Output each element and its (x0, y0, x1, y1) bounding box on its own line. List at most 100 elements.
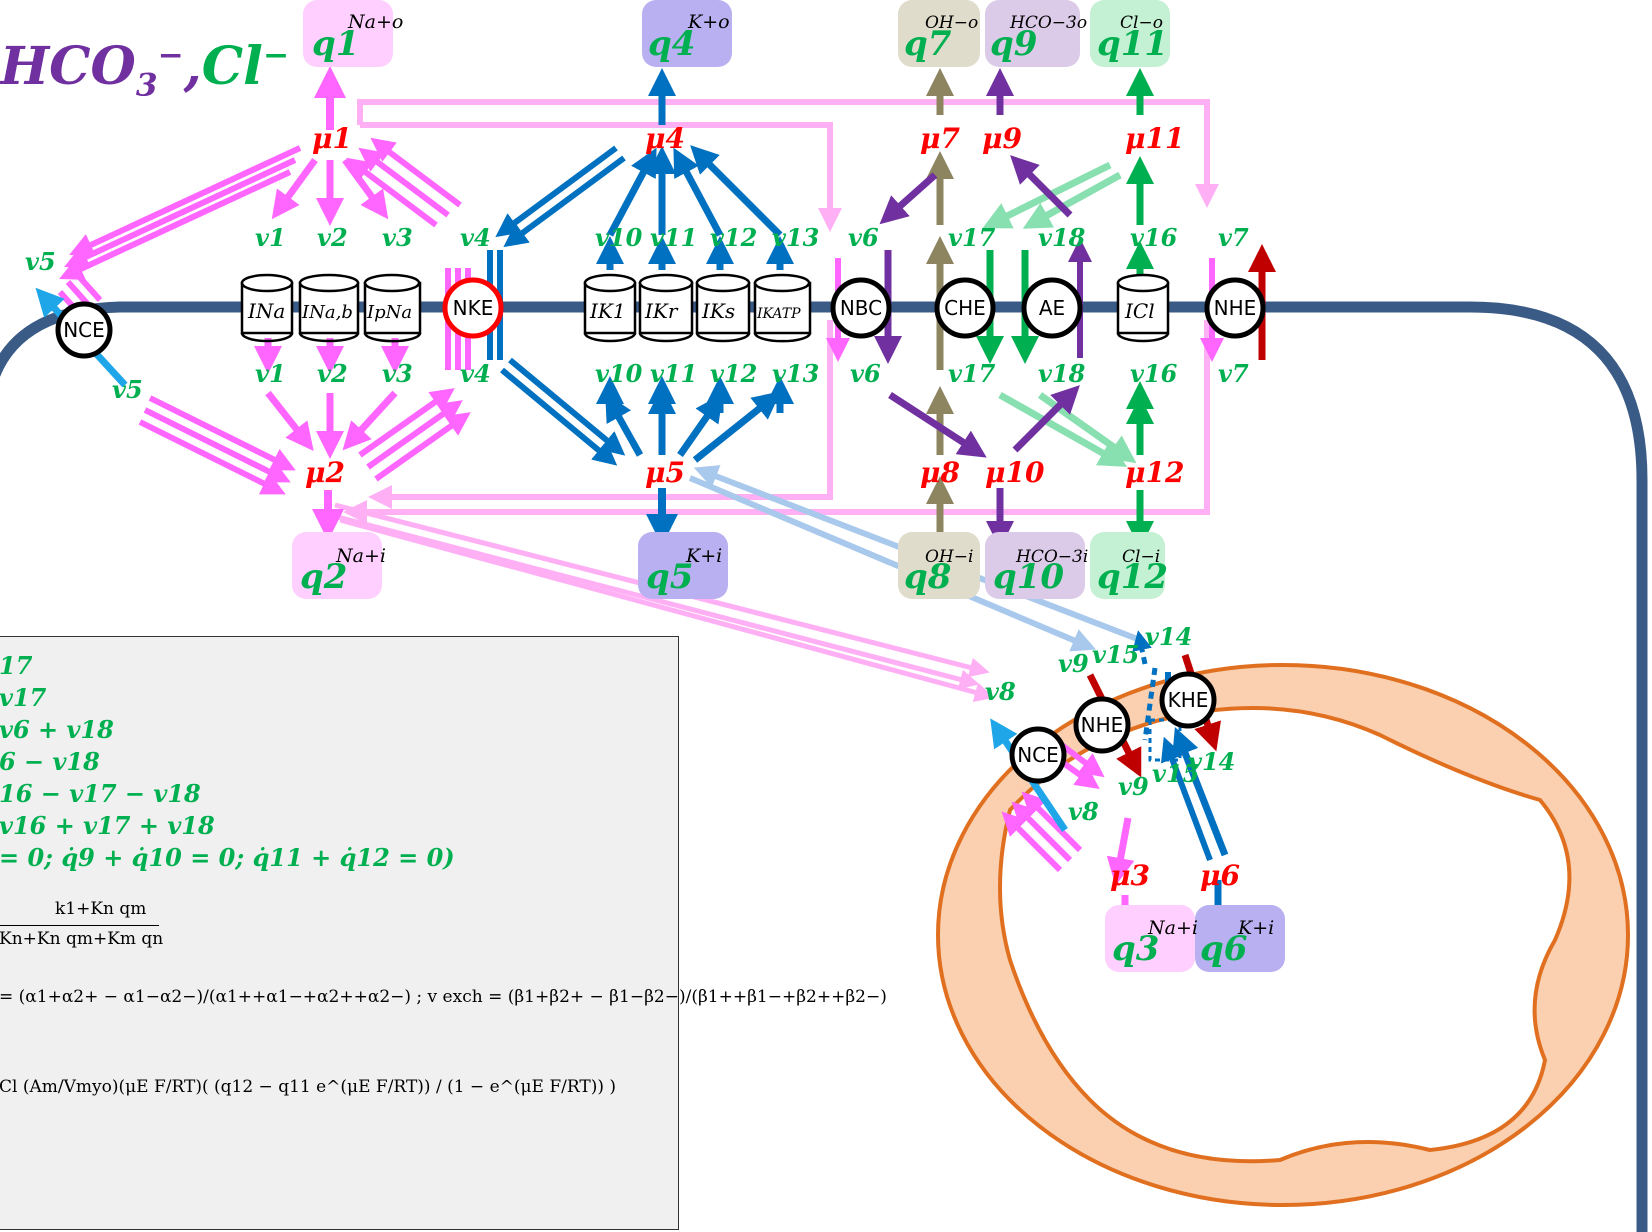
equation-line-5: 16 − v17 − v18 (0, 779, 201, 808)
pool-q12-symbol: q12 (1097, 557, 1168, 597)
title-cl: Cl− (201, 36, 290, 97)
transporter-ae-label: AE (1039, 296, 1065, 320)
equation-rate-denominator: Kn+Kn qm+Km qn (0, 929, 164, 949)
flux-v6-bot: v6 (850, 359, 881, 388)
transporter-nke (442, 277, 504, 339)
pool-q1-ion: Na+o (347, 11, 403, 33)
pool-q11-symbol: q11 (1097, 24, 1168, 64)
ion-channels (240, 273, 1170, 343)
pool-q6 (1195, 905, 1285, 972)
flux-v9-bot: v9 (1118, 772, 1149, 801)
pool-q2-symbol: q2 (300, 557, 347, 597)
mu-12: μ12 (1125, 456, 1184, 489)
pool-q4 (642, 0, 732, 67)
transporter-ae (1021, 277, 1083, 339)
flux-v3-bot: v3 (382, 359, 413, 388)
equation-line-6: v16 + v17 + v18 (0, 811, 215, 840)
pool-q12-ion: Cl−i (1122, 547, 1160, 567)
channel-ina-label: INa (247, 299, 285, 323)
pool-q2-ion: Na+i (335, 545, 386, 567)
channel-ik1 (583, 273, 637, 343)
transporter-nbc (830, 277, 892, 339)
mu-9: μ9 (982, 122, 1022, 155)
flux-v17-top: v17 (948, 223, 996, 252)
pool-q5-symbol: q5 (646, 557, 693, 597)
pool-q1-symbol: q1 (312, 24, 359, 64)
flux-v8-bot: v8 (1068, 797, 1099, 826)
flux-v11-bot: v11 (650, 359, 697, 388)
flux-v1-top: v1 (255, 223, 286, 252)
mito-transporter-nhe (1073, 696, 1131, 754)
equation-exchange: = (α1+α2+ − α1−α2−)/(α1++α1−+α2++α2−) ; … (0, 987, 887, 1007)
pool-q3-ion: Na+i (1147, 917, 1198, 939)
transporter-che-label: CHE (944, 296, 986, 320)
pool-q9-symbol: q9 (990, 24, 1037, 64)
pool-q7 (898, 0, 980, 67)
mito-transporter-nhe-label: NHE (1081, 713, 1124, 737)
mu-10: μ10 (985, 456, 1045, 489)
pool-q7-ion: OH−o (925, 13, 978, 33)
pool-q1 (303, 0, 393, 67)
channel-ipna (363, 273, 422, 343)
channel-ina (240, 273, 294, 343)
pool-q2 (292, 532, 382, 599)
flux-v15-bot: v15 (1152, 759, 1199, 788)
pool-q9-ion: HCO−3o (1009, 13, 1087, 33)
flux-v18-bot: v18 (1038, 359, 1086, 388)
flux-v16-top: v16 (1130, 223, 1178, 252)
pool-q8-ion: OH−i (925, 547, 973, 567)
mu-4: μ4 (645, 122, 685, 155)
flux-v7-bot: v7 (1218, 359, 1249, 388)
equation-line-3: v6 + v18 (0, 715, 114, 744)
pool-q11 (1090, 0, 1170, 67)
flux-v12-bot: v12 (710, 359, 757, 388)
flux-v8-top: v8 (985, 677, 1016, 706)
pool-q6-symbol: q6 (1200, 929, 1247, 969)
flux-v14-bot: v14 (1188, 747, 1235, 776)
equation-chloride-current: Cl (Am/Vmyo)(μE F/RT)( (q12 − q11 e^(μE … (0, 1077, 617, 1097)
channel-inab (298, 273, 360, 343)
pool-q5 (638, 532, 728, 599)
pool-q4-ion: K+o (687, 11, 730, 33)
channel-ikr (638, 273, 694, 343)
channel-ipna-label: IpNa (366, 302, 412, 323)
channel-icl (1116, 273, 1170, 343)
mu-11: μ11 (1125, 122, 1184, 155)
potassium-arrows (487, 68, 1232, 934)
pool-q6-ion: K+i (1237, 917, 1274, 939)
channel-iks-label: IKs (701, 299, 735, 323)
pool-labels: q1 Na+o q2 Na+i q3 Na+i q4 K+o q5 K+i q6… (300, 11, 1274, 969)
flux-v1-bot: v1 (255, 359, 286, 388)
mu-3: μ3 (1110, 859, 1150, 892)
transporters: NCE NKE NBC CHE AE NHE NCE NHE KHE (55, 277, 1266, 784)
flux-v5-bot: v5 (112, 375, 143, 404)
channel-ikatp-label: IKATP (756, 306, 801, 322)
equation-rate-fraction-bar (0, 925, 159, 926)
transporter-che (934, 277, 996, 339)
mu-6: μ6 (1200, 859, 1240, 892)
equation-line-1: 17 (0, 651, 33, 680)
equation-panel: 17 v17 v6 + v18 6 − v18 16 − v17 − v18 v… (0, 636, 887, 1230)
flux-v12-top: v12 (710, 223, 757, 252)
channel-inab-label: INa,b (301, 302, 353, 323)
flux-v3-top: v3 (382, 223, 413, 252)
pool-q10-ion: HCO−3i (1015, 547, 1088, 567)
pool-q3 (1105, 905, 1195, 972)
flux-v6-top: v6 (848, 223, 879, 252)
flux-v10-bot: v10 (595, 359, 643, 388)
mito-transporter-nce (1009, 726, 1067, 784)
diagram-title: HCO3−,Cl− (0, 36, 289, 103)
pool-q5-ion: K+i (685, 545, 722, 567)
channel-labels: INa INa,b IpNa IK1 IKr IKs IKATP ICl (247, 299, 1155, 323)
pool-q11-ion: Cl−o (1120, 13, 1163, 33)
flux-v17-bot: v17 (948, 359, 996, 388)
transporter-nce-label: NCE (63, 318, 105, 342)
mu-1: μ1 (312, 122, 352, 155)
pool-q4-symbol: q4 (648, 24, 695, 64)
flux-labels: v1 v2 v3 v4 v5 v1 v2 v3 v4 v5 v10 v11 v1… (25, 223, 1249, 826)
mu-5: μ5 (645, 456, 685, 489)
transporter-nbc-label: NBC (840, 296, 882, 320)
flux-v5-top: v5 (25, 247, 56, 276)
channel-ik1-label: IK1 (589, 299, 626, 323)
